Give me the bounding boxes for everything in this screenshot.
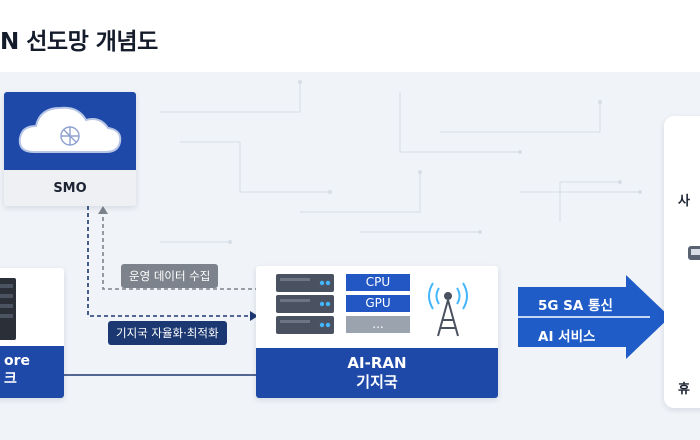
core-label: ore 크 [0, 346, 64, 398]
core-card: ore 크 [0, 268, 64, 398]
right-panel: 사 휴 [664, 116, 700, 408]
server-rack-icon [0, 278, 16, 340]
right-panel-top-text: 사 [678, 194, 690, 209]
ai-ran-label: AI-RAN 기지국 [256, 348, 498, 398]
gpu-chip: GPU [346, 295, 410, 312]
device-icon [688, 246, 700, 260]
antenna-tower-icon [437, 292, 459, 337]
smo-header [4, 92, 136, 170]
bs-control-dashed-line [87, 206, 256, 317]
right-panel-bottom-text: 휴 [678, 382, 690, 397]
service-ai: AI 서비스 [538, 329, 596, 345]
more-chip: ... [346, 316, 410, 333]
server-stack-icon [276, 274, 468, 337]
network-icon [60, 126, 80, 146]
page-title: N 선도망 개념도 [0, 29, 158, 55]
optimization-label: 기지국 자율화·최적화 [108, 321, 227, 345]
ai-ran-label-line1: AI-RAN [347, 354, 407, 372]
core-label-line1: ore [4, 353, 31, 369]
service-arrow: 5G SA 통신 AI 서비스 [518, 275, 670, 359]
ai-ran-card: CPU GPU ... AI-RAN 기지국 [256, 266, 498, 398]
data-collection-label: 운영 데이터 수집 [121, 264, 219, 288]
smo-label: SMO [4, 170, 136, 206]
core-label-line2: 크 [4, 371, 17, 387]
cpu-chip: CPU [346, 274, 410, 291]
background-circuit-lines [64, 80, 642, 376]
smo-to-bs-dashed-line [102, 210, 256, 290]
smo-card: SMO [4, 92, 136, 206]
cloud-icon [18, 106, 122, 153]
arrow-shape [518, 275, 670, 359]
service-5g-sa: 5G SA 통신 [538, 298, 613, 314]
ai-ran-label-line2: 기지국 [356, 373, 398, 391]
diagram-canvas: SMO ore 크 [0, 72, 700, 440]
